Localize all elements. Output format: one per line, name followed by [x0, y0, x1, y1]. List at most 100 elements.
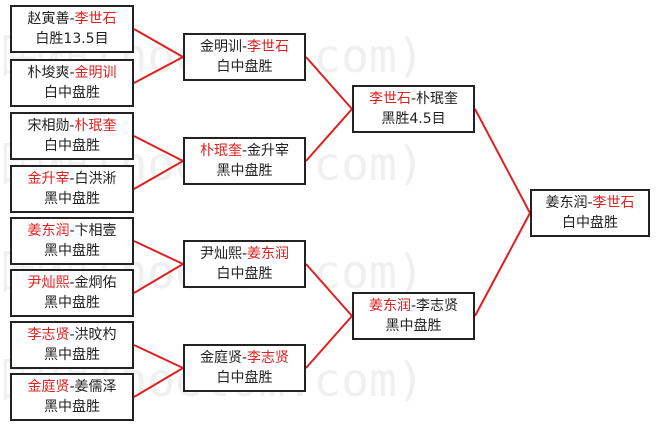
round1-match-box: 宋相勋-朴珉奎白中盘胜 [10, 112, 134, 160]
player-white: 姜儒泽 [74, 379, 117, 395]
player-black: 尹灿熙 [27, 275, 70, 291]
player-black: 金升宰 [27, 171, 70, 187]
bracket-connector [133, 135, 184, 162]
match-result: 白中盘胜 [44, 138, 100, 154]
match-players: 姜东润-李世石 [532, 193, 648, 213]
bracket-connector [133, 160, 184, 190]
player-black: 金庭贤 [27, 379, 70, 395]
round2-match-box: 朴珉奎-金升宰黑中盘胜 [183, 137, 306, 185]
player-black: 李志贤 [27, 327, 70, 343]
round3-match-box: 姜东润-李志贤黑中盘胜 [352, 292, 475, 340]
round1-match-box: 姜东润-卞相壹黑中盘胜 [10, 217, 134, 265]
player-white: 朴珉奎 [416, 91, 459, 107]
match-players: 姜东润-李志贤 [354, 296, 473, 316]
player-white: 李志贤 [416, 298, 459, 314]
match-players: 尹灿熙-姜东润 [185, 244, 304, 264]
match-players: 金庭贤-姜儒泽 [12, 377, 132, 397]
match-players: 宋相勋-朴珉奎 [12, 116, 132, 136]
player-white: 金升宰 [247, 143, 290, 159]
round1-match-box: 尹灿熙-金炯佑黑中盘胜 [10, 269, 134, 317]
round1-match-box: 李志贤-洪旼杓黑中盘胜 [10, 321, 134, 369]
player-black: 朴珉奎 [199, 143, 242, 159]
player-white: 李志贤 [247, 350, 290, 366]
round2-match-box: 尹灿熙-姜东润白中盘胜 [183, 240, 306, 288]
player-white: 朴珉奎 [74, 118, 117, 134]
match-players: 金明训-李世石 [185, 37, 304, 57]
round2-match-box: 金明训-李世石白中盘胜 [183, 33, 306, 81]
separator: - [410, 91, 417, 107]
bracket-connector [305, 263, 353, 317]
bracket-connector [474, 212, 531, 317]
player-black: 朴埈爽 [27, 65, 70, 81]
match-result: 黑中盘胜 [44, 243, 100, 259]
player-black: 金明训 [199, 39, 242, 55]
separator: - [241, 246, 248, 262]
player-white: 金炯佑 [74, 275, 117, 291]
round1-match-box: 朴埈爽-金明训白中盘胜 [10, 59, 134, 107]
match-players: 金升宰-白洪淅 [12, 169, 132, 189]
match-result: 黑胜4.5目 [381, 111, 446, 127]
match-result: 白中盘胜 [562, 215, 618, 231]
separator: - [69, 118, 75, 134]
bracket-connector [133, 263, 184, 294]
bracket-connector [133, 28, 184, 58]
match-players: 李志贤-洪旼杓 [12, 325, 132, 345]
separator: - [69, 223, 75, 239]
bracket-connector [133, 240, 184, 265]
separator: - [69, 171, 75, 187]
separator: - [69, 327, 75, 343]
player-black: 金庭贤 [199, 350, 242, 366]
match-result: 白中盘胜 [216, 370, 273, 386]
match-players: 金庭贤-李志贤 [185, 348, 304, 368]
bracket-connector [305, 108, 353, 162]
player-black: 宋相勋 [27, 118, 70, 134]
match-result: 白中盘胜 [216, 266, 273, 282]
player-black: 姜东润 [545, 195, 588, 211]
player-white: 李世石 [592, 195, 635, 211]
player-black: 赵寅善 [27, 11, 70, 27]
round2-match-box: 金庭贤-李志贤白中盘胜 [183, 344, 306, 392]
match-players: 尹灿熙-金炯佑 [12, 273, 132, 293]
match-players: 赵寅善-李世石 [12, 9, 132, 29]
round1-match-box: 金庭贤-姜儒泽黑中盘胜 [10, 373, 134, 421]
match-result: 黑中盘胜 [44, 295, 100, 311]
separator: - [410, 298, 417, 314]
separator: - [241, 350, 248, 366]
separator: - [69, 65, 75, 81]
separator: - [587, 195, 593, 211]
player-white: 卞相壹 [74, 223, 117, 239]
match-result: 黑中盘胜 [44, 399, 100, 415]
player-white: 李世石 [247, 39, 290, 55]
player-white: 洪旼杓 [74, 327, 117, 343]
separator: - [69, 11, 75, 27]
player-black: 姜东润 [27, 223, 70, 239]
match-result: 黑中盘胜 [44, 191, 100, 207]
match-result: 白中盘胜 [44, 85, 100, 101]
player-white: 姜东润 [247, 246, 290, 262]
player-white: 金明训 [74, 65, 117, 81]
bracket-connector [305, 315, 353, 369]
separator: - [241, 39, 248, 55]
separator: - [241, 143, 248, 159]
separator: - [69, 275, 75, 291]
match-result: 黑中盘胜 [216, 163, 273, 179]
player-black: 尹灿熙 [199, 246, 242, 262]
match-result: 黑中盘胜 [385, 318, 442, 334]
player-black: 姜东润 [368, 298, 411, 314]
match-result: 白中盘胜 [216, 59, 273, 75]
bracket-connector [305, 56, 353, 110]
bracket-connector [133, 56, 184, 84]
player-black: 李世石 [368, 91, 411, 107]
match-players: 李世石-朴珉奎 [354, 89, 473, 109]
match-result: 黑中盘胜 [44, 347, 100, 363]
match-players: 朴珉奎-金升宰 [185, 141, 304, 161]
match-players: 姜东润-卞相壹 [12, 221, 132, 241]
bracket-connector [133, 367, 184, 398]
round1-match-box: 金升宰-白洪淅黑中盘胜 [10, 165, 134, 213]
round1-match-box: 赵寅善-李世石白胜13.5目 [10, 5, 134, 53]
bracket-connector [133, 344, 184, 369]
match-players: 朴埈爽-金明训 [12, 63, 132, 83]
final-match-box: 姜东润-李世石白中盘胜 [530, 189, 650, 237]
